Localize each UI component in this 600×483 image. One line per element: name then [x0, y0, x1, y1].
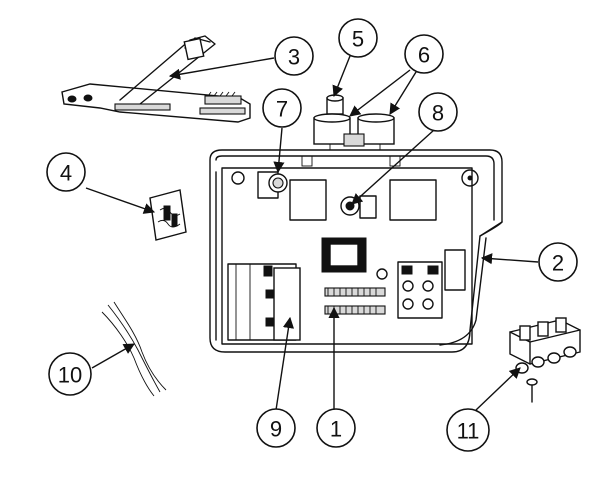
callout-7: 7	[262, 88, 302, 128]
callout-8: 8	[418, 92, 458, 132]
callout-4-label: 4	[60, 161, 72, 186]
callout-7-label: 7	[276, 97, 288, 122]
callout-10: 10	[48, 352, 92, 396]
callout-6-label: 6	[418, 43, 430, 68]
callout-5: 5	[338, 18, 378, 58]
callout-5-label: 5	[352, 27, 364, 52]
callout-10-label: 10	[58, 363, 82, 388]
callout-3: 3	[274, 36, 314, 76]
callout-3-label: 3	[288, 45, 300, 70]
callout-2: 2	[538, 242, 578, 282]
callout-6: 6	[404, 34, 444, 74]
callout-8-label: 8	[432, 101, 444, 126]
callout-4: 4	[46, 152, 86, 192]
callout-11-label: 11	[457, 419, 480, 444]
callout-9-label: 9	[270, 417, 282, 442]
callout-9: 9	[256, 408, 296, 448]
part-10-wires	[101, 301, 167, 397]
callout-1: 1	[316, 408, 356, 448]
part-4-hardware-bag	[149, 189, 187, 241]
leader-lines	[85, 55, 539, 412]
callout-11: 11	[446, 408, 490, 452]
part-5-knob	[326, 94, 344, 115]
part-3-bracket	[61, 35, 251, 123]
part-11-terminal-block	[509, 317, 581, 403]
part-6-connectors	[313, 113, 395, 156]
callout-2-label: 2	[552, 251, 564, 276]
callout-1-label: 1	[330, 417, 342, 442]
